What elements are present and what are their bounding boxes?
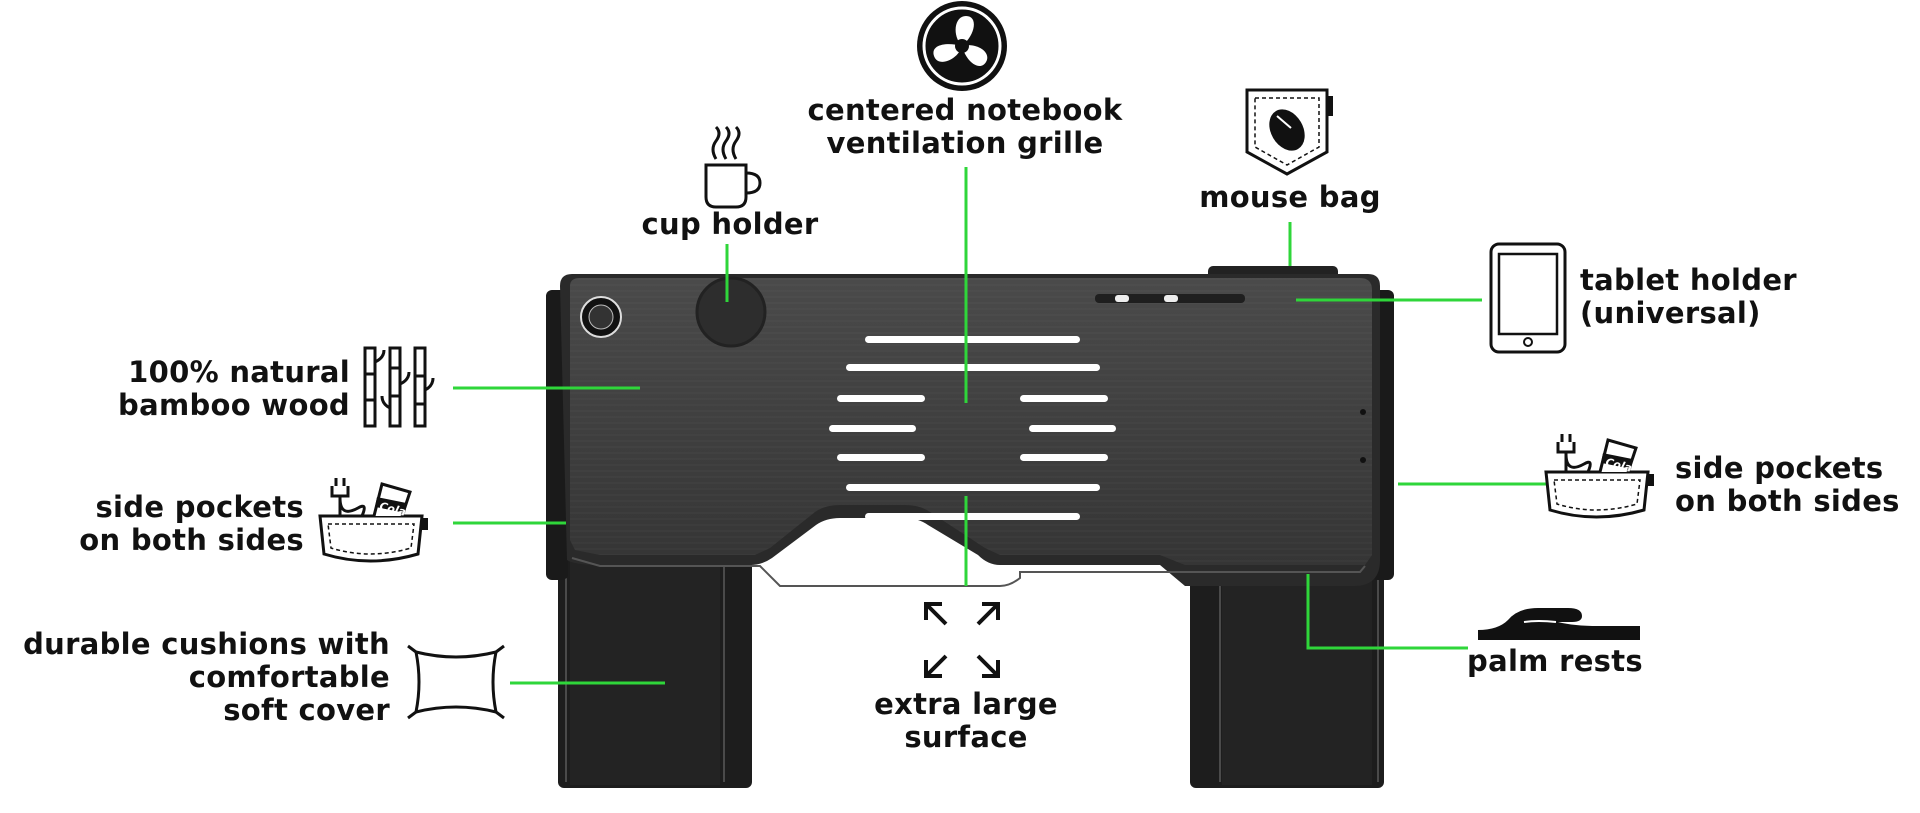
bamboo-wood-label: 100% natural bamboo wood (118, 355, 350, 422)
tablet-icon (1489, 242, 1567, 354)
ventilation-grille-label: centered notebook ventilation grille (807, 93, 1123, 160)
tray (560, 274, 1380, 587)
tablet-slot (1095, 294, 1245, 303)
cola-text: Cola (1604, 456, 1633, 475)
cushion-right (1190, 560, 1384, 788)
cola-text: Cola (378, 500, 407, 519)
hand-icon (1478, 608, 1640, 640)
ventilation-grille (829, 336, 1116, 520)
pocket-icon-left: Cola (318, 478, 428, 563)
palm-rests-label: palm rests (1467, 644, 1643, 678)
cushions-label: durable cushions with comfortable soft c… (23, 627, 390, 727)
extra-large-surface-label: extra large surface (874, 687, 1058, 754)
side-pockets-left-label: side pockets on both sides (79, 490, 304, 557)
bamboo-icon (363, 346, 435, 428)
pillow-icon (407, 644, 505, 720)
leader-lines (453, 167, 1555, 685)
mouse-pocket-icon (1245, 88, 1333, 176)
tablet-holder-label: tablet holder (universal) (1580, 263, 1797, 330)
cup-holder (695, 276, 767, 348)
side-pockets-right-label: side pockets on both sides (1675, 451, 1900, 518)
cushion-left (558, 560, 752, 788)
cup-holder-label: cup holder (641, 207, 819, 241)
mouse-bag-label: mouse bag (1199, 180, 1381, 214)
fan-icon (917, 1, 1007, 91)
coffee-cup-icon (704, 125, 762, 209)
brand-badge (580, 296, 622, 338)
pocket-icon-right: Cola (1544, 434, 1654, 519)
expand-arrows-icon (924, 602, 1000, 678)
